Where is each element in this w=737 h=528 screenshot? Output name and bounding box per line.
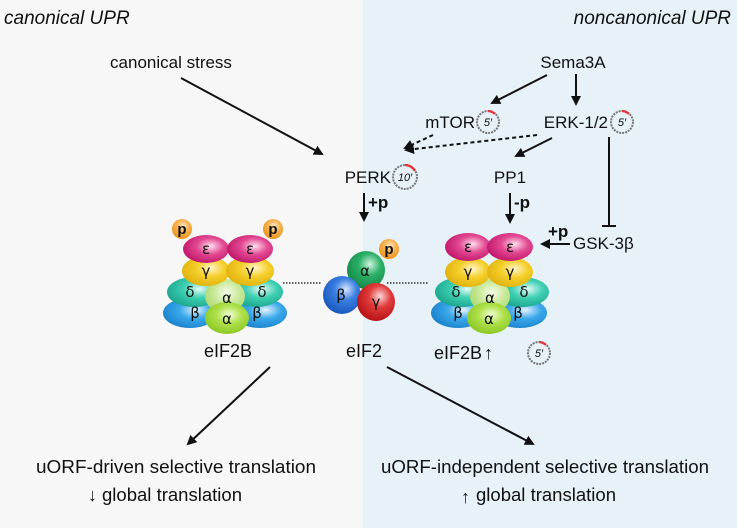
subunit-delta: δ: [519, 283, 528, 301]
subunit-beta: β: [190, 304, 200, 322]
canonical-stress-label: canonical stress: [110, 53, 232, 72]
perk-timer-value: 10′: [398, 172, 413, 184]
pp1-dephospho-label: -p: [514, 193, 530, 212]
mtor-timer-icon: 5′: [476, 109, 500, 134]
mtor-label: mTOR: [425, 113, 475, 132]
arrow-mtor-to-perk-dashed: [403, 134, 434, 150]
eif2b-timer-icon: 5′: [527, 340, 551, 365]
eif2b-left-label: eIF2B: [204, 341, 252, 361]
canonical-panel: [0, 0, 363, 528]
eif2-label: eIF2: [346, 341, 382, 361]
subunit-gamma: γ: [506, 263, 515, 281]
eif2-complex: p α β γ: [323, 239, 399, 321]
phospho-badge: p: [177, 221, 186, 238]
perk-timer-icon: 10′: [392, 163, 418, 190]
eif2b-increase-arrow: ↑: [484, 343, 493, 363]
subunit-gamma: γ: [202, 262, 211, 280]
increase-arrow-icon: ↑: [461, 487, 470, 507]
uorf-driven-label: uORF-driven selective translation: [36, 457, 316, 477]
canonical-upr-header: canonical UPR: [4, 8, 130, 29]
eif2b-right-label: eIF2B: [434, 343, 482, 363]
eif2-beta: β: [336, 286, 346, 304]
gsk3b-phospho-label: +p: [548, 222, 568, 241]
subunit-epsilon: ε: [246, 240, 254, 258]
eif2b-complex-left: p p ε ε γ γ δ δ α β β α: [163, 219, 287, 334]
eif2b-complex-right: ε ε γ γ δ δ α β β α: [431, 233, 549, 334]
arrow-to-uorf-independent: [386, 366, 535, 445]
subunit-gamma: γ: [246, 262, 255, 280]
uorf-independent-label: uORF-independent selective translation: [381, 457, 709, 477]
subunit-alpha: α: [222, 310, 232, 328]
subunit-beta: β: [513, 304, 523, 322]
arrow-erk-to-perk-dashed: [404, 134, 538, 155]
subunit-delta: δ: [257, 283, 266, 301]
erk-label: ERK-1/2: [544, 113, 608, 132]
subunit-epsilon: ε: [202, 240, 210, 258]
subunit-delta: δ: [185, 283, 194, 301]
global-translation-up-label: global translation: [476, 485, 616, 505]
subunit-alpha: α: [222, 289, 232, 307]
subunit-beta: β: [252, 304, 262, 322]
subunit-delta: δ: [451, 283, 460, 301]
global-translation-down-label: global translation: [102, 485, 242, 505]
subunit-epsilon: ε: [464, 238, 472, 256]
noncanonical-panel: [363, 0, 737, 528]
subunit-alpha: α: [485, 289, 495, 307]
eif2-alpha: α: [360, 262, 370, 280]
noncanonical-upr-header: noncanonical UPR: [574, 8, 732, 29]
mtor-timer-value: 5′: [484, 117, 493, 129]
arrow-sema3a-to-mtor: [490, 74, 548, 104]
perk-phospho-label: +p: [368, 193, 388, 212]
sema3a-label: Sema3A: [540, 53, 606, 72]
gsk3b-label: GSK-3β: [573, 234, 634, 253]
arrow-erk-to-pp1: [514, 137, 553, 157]
phospho-badge: p: [268, 221, 277, 238]
eif2-gamma: γ: [372, 293, 381, 311]
subunit-beta: β: [453, 304, 463, 322]
phospho-badge: p: [384, 241, 393, 258]
erk-timer-value: 5′: [618, 117, 627, 129]
erk-timer-icon: 5′: [610, 109, 634, 134]
arrow-stress-to-perk: [180, 77, 324, 155]
subunit-epsilon: ε: [506, 238, 514, 256]
subunit-alpha: α: [484, 310, 494, 328]
decrease-arrow-icon: ↓: [88, 485, 97, 505]
pp1-label: PP1: [494, 168, 526, 187]
eif2b-timer-value: 5′: [535, 348, 544, 360]
perk-label: PERK: [345, 168, 392, 187]
arrow-to-uorf-driven: [186, 366, 271, 446]
subunit-gamma: γ: [464, 263, 473, 281]
